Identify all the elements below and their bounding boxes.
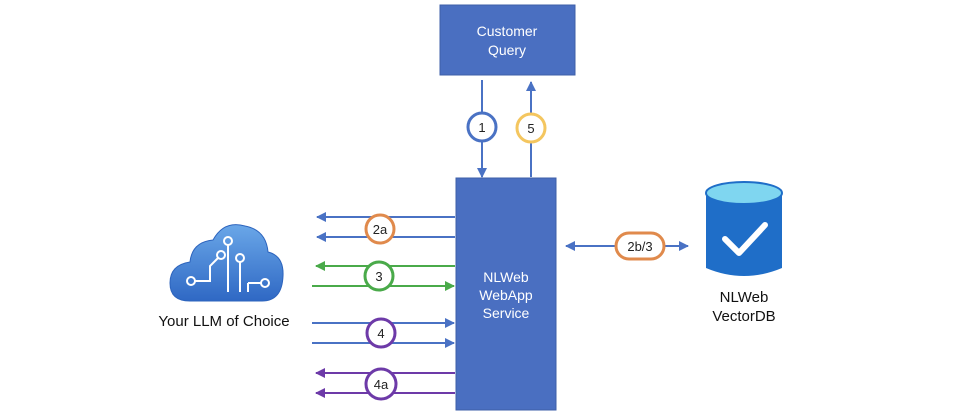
step-5-label: 5 bbox=[527, 121, 534, 136]
llm-cloud-icon bbox=[169, 224, 284, 302]
step-4-label: 4 bbox=[377, 326, 384, 341]
step-1-badge bbox=[466, 111, 498, 143]
customer-query-line2: Query bbox=[488, 42, 526, 58]
step-2b3-label: 2b/3 bbox=[627, 239, 652, 254]
service-line3: Service bbox=[483, 305, 530, 321]
service-line1: NLWeb bbox=[483, 269, 529, 285]
step-4-badge bbox=[365, 317, 397, 349]
customer-query-box: Customer Query bbox=[439, 4, 576, 76]
flow-step-4a: 4a bbox=[315, 367, 455, 401]
vectordb-line1: NLWeb bbox=[720, 289, 769, 306]
step-2b3-badge bbox=[614, 231, 666, 261]
flow-step-5: 5 bbox=[515, 81, 547, 177]
flow-step-2b3: 2b/3 bbox=[565, 231, 689, 261]
vectordb-icon bbox=[705, 181, 783, 276]
step-5-badge bbox=[515, 112, 547, 144]
step-1-label: 1 bbox=[478, 120, 485, 135]
service-line2: WebApp bbox=[479, 287, 533, 303]
step-3-badge bbox=[363, 260, 395, 292]
llm-label: Your LLM of Choice bbox=[158, 313, 289, 330]
vectordb-line2: VectorDB bbox=[712, 308, 775, 325]
step-4a-badge bbox=[364, 367, 398, 401]
checkmark-icon bbox=[722, 222, 768, 256]
step-3-label: 3 bbox=[375, 269, 382, 284]
circuit-icon bbox=[186, 236, 270, 292]
flow-step-3: 3 bbox=[312, 260, 455, 292]
nlweb-service-box: NLWeb WebApp Service bbox=[455, 177, 557, 411]
flow-step-2a: 2a bbox=[316, 212, 455, 245]
customer-query-line1: Customer bbox=[477, 23, 538, 39]
flow-step-4: 4 bbox=[312, 317, 455, 349]
step-4a-label: 4a bbox=[374, 377, 389, 392]
step-2a-label: 2a bbox=[373, 222, 388, 237]
flow-step-1: 1 bbox=[466, 80, 498, 178]
step-2a-badge bbox=[364, 213, 396, 245]
